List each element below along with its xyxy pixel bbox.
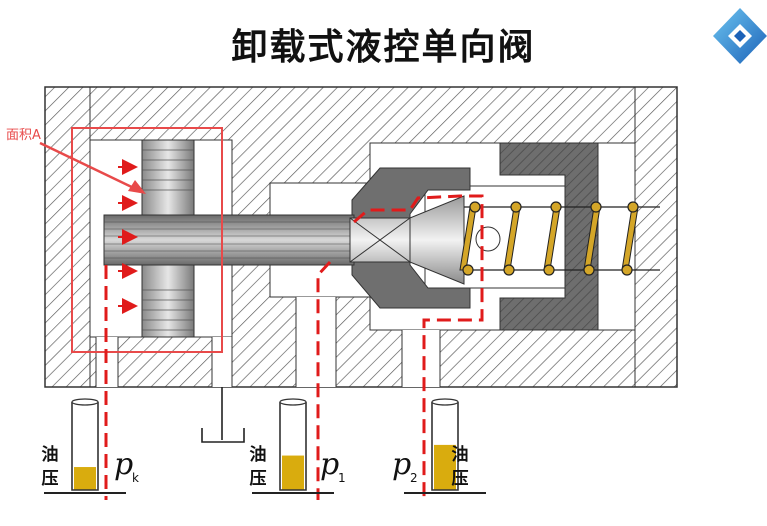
area-a-label: 面积A [6, 128, 41, 143]
oil-pressure-label: 压 [452, 469, 469, 489]
gauge-rim [71, 398, 99, 406]
pressure-subscript: 1 [338, 471, 346, 485]
page-title: 卸载式液控单向阀 [231, 27, 536, 68]
area-a-frame [39, 127, 223, 353]
poppet [349, 195, 501, 285]
valve-seat [351, 167, 471, 309]
gauge-rim [431, 398, 459, 406]
gauge-p1: 油压 p1 [250, 398, 346, 494]
oil-pressure-label: 压 [250, 469, 267, 489]
pressure-symbol: p [392, 447, 411, 482]
oil-pressure-label: 油 [452, 444, 469, 465]
gauge-pk: 油压 pk [42, 398, 139, 494]
pressure-subscript: k [132, 471, 139, 485]
pressure-subscript: 2 [410, 471, 418, 485]
oil-level [74, 467, 96, 490]
pressure-arrows [118, 159, 138, 314]
gauge-tube [431, 402, 459, 491]
oil-pressure-label: 油 [250, 444, 267, 465]
gauge-p2: 油压 p2 [392, 398, 486, 494]
gauge-tube [71, 402, 99, 491]
gauge-tube [279, 402, 307, 491]
spring [459, 201, 660, 276]
oil-pressure-label: 压 [42, 469, 59, 489]
diamond-logo-icon [713, 8, 767, 64]
oil-level [282, 455, 304, 490]
pressure-symbol: p [320, 447, 339, 482]
drain-symbol [201, 387, 245, 443]
gauge-rim [279, 398, 307, 406]
flow-path [104, 194, 484, 500]
piston-rod [103, 214, 355, 266]
oil-pressure-label: 油 [42, 444, 59, 465]
pressure-symbol: p [114, 447, 133, 482]
oil-level [434, 444, 456, 490]
